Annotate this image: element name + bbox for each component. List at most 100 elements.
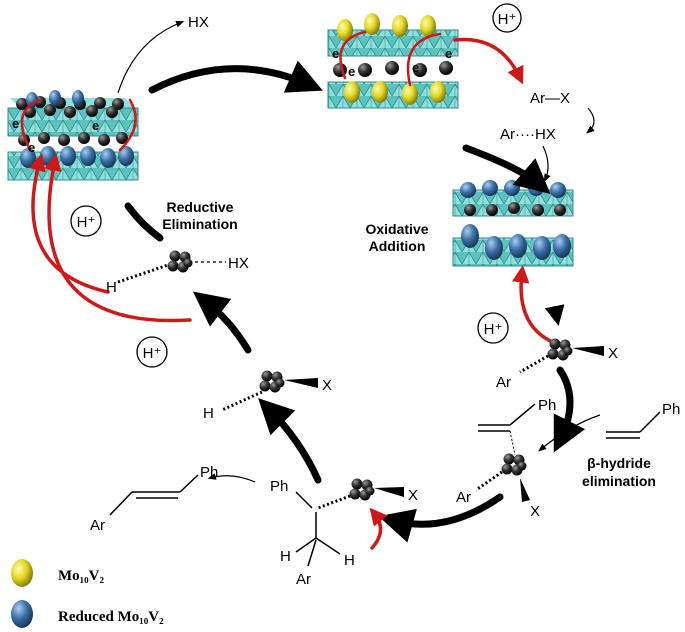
pd-atom <box>486 204 498 216</box>
reduced-pom-sphere <box>504 180 520 196</box>
legend-label-mo10v2: Mo₁₀V₂ <box>58 568 104 584</box>
ph-label: Ph <box>662 401 680 418</box>
electron-label: e <box>12 116 19 131</box>
reduced-pom-sphere <box>49 90 61 106</box>
legend: Mo₁₀V₂ Reduced Mo₁₀V₂ <box>11 559 164 628</box>
pom-sphere <box>344 81 360 103</box>
pd-atom <box>106 106 118 118</box>
ar-label: Ar <box>296 571 311 588</box>
electron-label: e <box>348 64 355 79</box>
proton-label: H⁺ <box>77 214 96 231</box>
electron-label: e <box>445 46 452 61</box>
pd-atom <box>439 61 453 75</box>
x-label: X <box>608 345 618 362</box>
ar-label: Ar <box>90 517 105 534</box>
beta-hydride-label-1: β-hydride <box>587 455 651 471</box>
pd-atom <box>38 132 50 144</box>
pom-sphere <box>430 81 446 103</box>
reduced-pom-sphere <box>100 148 116 168</box>
pd-alkene-complex: Ph Ar X <box>456 397 556 520</box>
pom-sphere <box>402 83 418 105</box>
legend-swatch-reduced <box>11 600 33 628</box>
pom-sphere <box>372 81 388 103</box>
electron-label: e <box>92 118 99 133</box>
proton-label: H⁺ <box>143 345 162 362</box>
pd-atom <box>385 61 399 75</box>
legend-label-reduced: Reduced Mo₁₀V₂ <box>58 609 164 625</box>
pd-atom <box>16 98 28 110</box>
pd-complex-reductive: H HX <box>106 250 249 296</box>
reduced-pom-sphere <box>550 182 566 198</box>
pd-atom <box>116 132 128 144</box>
hx-label: HX <box>228 255 249 272</box>
stilbene-product: Ph Ar <box>90 464 218 534</box>
pom-sphere <box>420 15 436 37</box>
proton-label: H⁺ <box>498 11 517 28</box>
reduced-pom-sphere <box>509 234 527 258</box>
reduced-pom-sphere <box>482 180 498 196</box>
pd-atom <box>44 104 56 116</box>
pd-atom <box>508 202 520 214</box>
cycle-arrows <box>124 60 586 543</box>
electron-label: e <box>332 46 339 61</box>
reduced-pom-sphere <box>118 146 134 166</box>
reduced-pom-sphere <box>553 234 571 258</box>
pom-slab-top-middle <box>327 13 459 109</box>
pd-atom <box>98 134 110 146</box>
pd-atom <box>86 105 98 117</box>
pd-hydride-complex: X H <box>203 370 332 422</box>
reductive-elimination-label-2: Elimination <box>162 216 237 232</box>
electron-labels: e e e e e e e <box>12 46 452 155</box>
proton-label: H⁺ <box>484 321 503 338</box>
x-label: X <box>322 377 332 394</box>
pom-sphere <box>364 13 380 35</box>
h-label: H <box>344 552 355 569</box>
proton-badges: H⁺ H⁺ H⁺ H⁺ <box>70 3 522 368</box>
beta-hydride-label-2: elimination <box>582 473 656 489</box>
x-label: X <box>530 503 540 520</box>
ar-label: Ar <box>496 374 511 391</box>
reduced-pom-sphere <box>460 182 476 198</box>
pom-slab-right <box>452 180 574 267</box>
reduced-pom-sphere <box>461 224 479 248</box>
x-label: X <box>408 487 418 504</box>
ph-label: Ph <box>270 478 288 495</box>
reductive-elimination-label-1: Reductive <box>167 199 234 215</box>
h-label: H <box>106 279 117 296</box>
ar-label: Ar <box>456 489 471 506</box>
h-label: H <box>280 548 291 565</box>
reduced-pom-sphere <box>72 90 84 106</box>
pd-atom <box>554 204 566 216</box>
legend-swatch-mo10v2 <box>11 559 33 587</box>
pom-sphere <box>337 19 353 41</box>
ar-hx-label: Ar····HX <box>500 126 556 143</box>
red-arrows <box>20 30 562 550</box>
reduced-pom-sphere <box>485 236 503 260</box>
oxidative-addition-label-1: Oxidative <box>365 221 428 237</box>
pom-slab-top-left <box>7 90 139 181</box>
electron-label: e <box>28 140 35 155</box>
reduced-pom-sphere <box>60 146 76 166</box>
ph-label: Ph <box>538 397 556 414</box>
pd-alkyl-complex: X Ph H H Ar <box>270 478 418 588</box>
pd-atom <box>64 106 76 118</box>
ph-label: Ph <box>200 464 218 481</box>
reduced-pom-sphere <box>26 92 38 108</box>
pd-atom <box>78 132 90 144</box>
pd-complex-oxidative: X Ar <box>496 338 618 391</box>
h-label: H <box>203 405 214 422</box>
pd-atom <box>94 97 106 109</box>
pd-atom <box>58 134 70 146</box>
styrene: Ph <box>606 401 680 439</box>
oxidative-addition-label-2: Addition <box>369 238 426 254</box>
electron-label: e <box>412 60 419 75</box>
reduced-pom-sphere <box>80 146 96 166</box>
ar-x-label: Ar—X <box>530 90 570 107</box>
pd-atom <box>358 63 372 77</box>
reduced-pom-sphere <box>533 236 551 260</box>
hx-top-label: HX <box>188 14 209 31</box>
pd-atom <box>464 204 476 216</box>
pd-atom <box>532 204 544 216</box>
pom-sphere <box>392 15 408 37</box>
